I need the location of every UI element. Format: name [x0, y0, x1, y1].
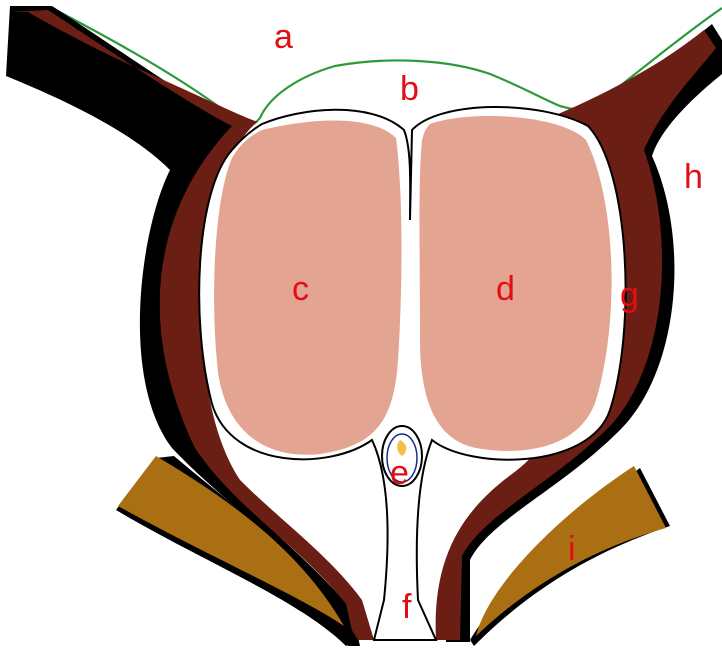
label-d: d [496, 270, 515, 308]
label-c: c [292, 270, 309, 308]
label-h: h [684, 158, 703, 196]
label-i: i [568, 530, 576, 568]
right-lobe [420, 116, 612, 451]
label-e: e [390, 454, 409, 492]
label-f: f [402, 588, 412, 626]
label-g: g [620, 276, 639, 314]
label-b: b [400, 70, 419, 108]
label-a: a [274, 18, 293, 56]
